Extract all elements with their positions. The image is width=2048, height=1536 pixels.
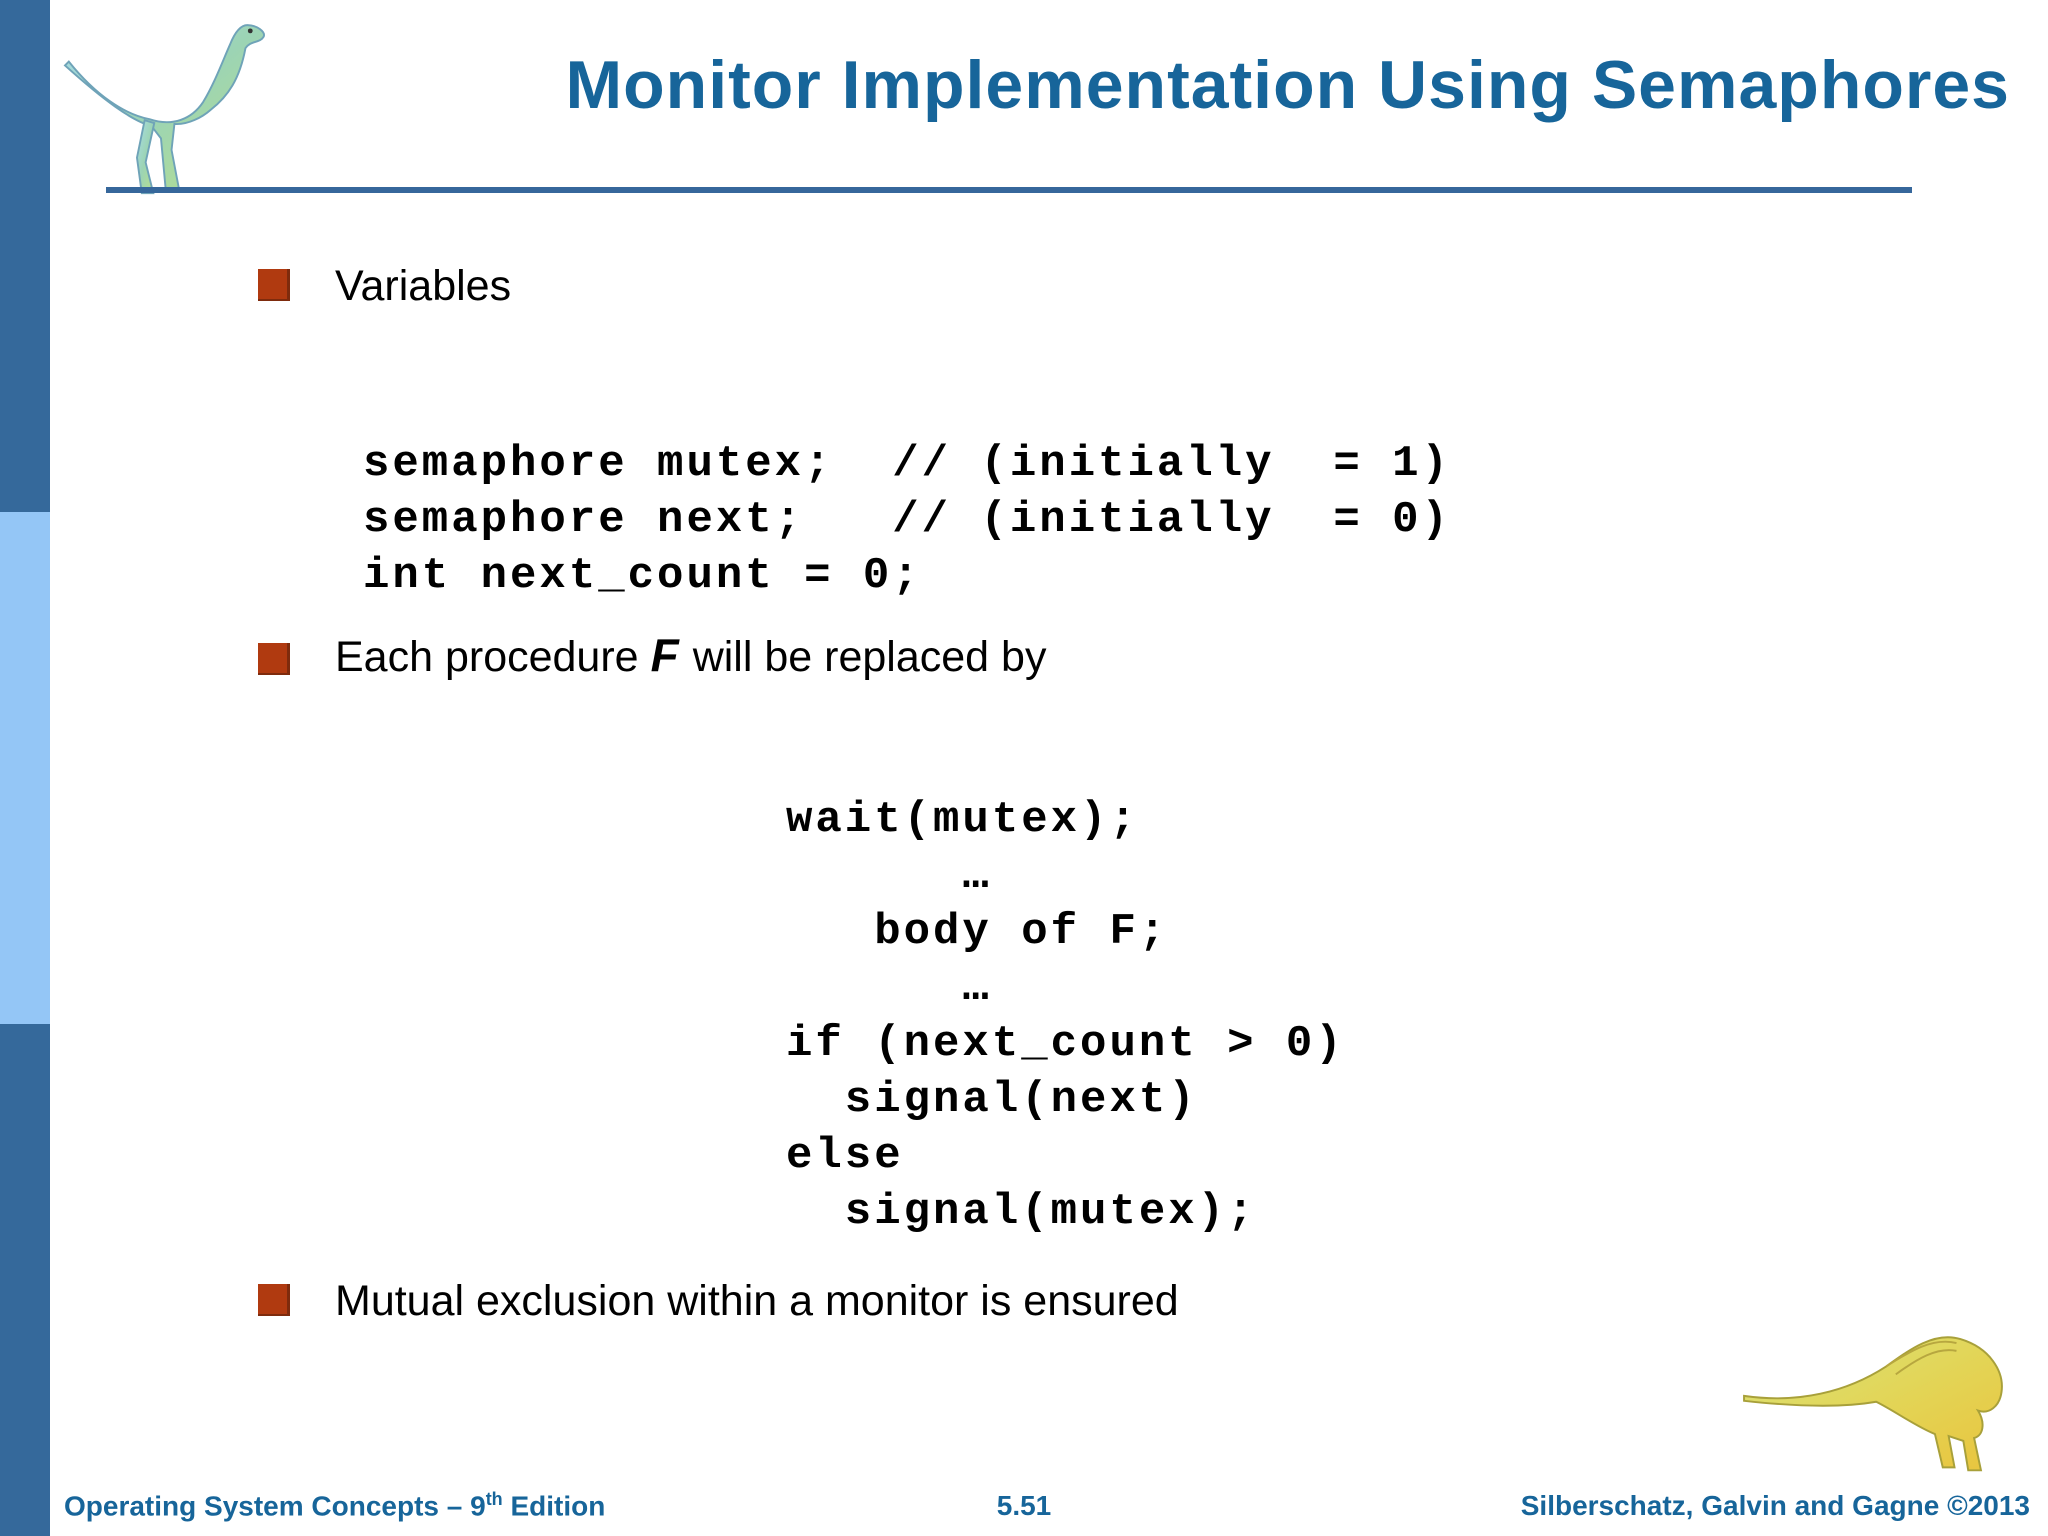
footer-book-sup: th: [485, 1488, 503, 1509]
footer-book-prefix: Operating System Concepts – 9: [64, 1490, 486, 1521]
bullet-procedure-suffix: will be replaced by: [692, 633, 1047, 681]
bullet-square-icon: [258, 1284, 290, 1316]
bullet-variables: Variables: [335, 262, 512, 310]
bullet-procedure-prefix: Each procedure: [335, 633, 639, 681]
dinosaur-logo-icon: [63, 24, 265, 195]
title-underline: [106, 187, 1912, 193]
sidebar-accent-middle: [0, 512, 50, 1024]
sidebar-accent-highlight: [50, 0, 54, 1536]
footer-authors: Silberschatz, Galvin and Gagne ©2013: [1520, 1490, 2030, 1521]
footer-book-title: Operating System Concepts – 9th Edition: [64, 1489, 605, 1522]
bullet-square-icon: [258, 643, 290, 675]
code-block-variables: semaphore mutex; // (initially = 1) sema…: [363, 439, 1451, 601]
bullet-square-icon: [258, 269, 290, 301]
sidebar-accent-bottom: [0, 1024, 50, 1536]
page-title: Monitor Implementation Using Semaphores: [565, 47, 2010, 123]
sidebar-accent-top: [0, 0, 50, 512]
footer-book-suffix: Edition: [502, 1490, 606, 1521]
footer-page-number: 5.51: [996, 1490, 1052, 1521]
bullet-procedure-emphasis: F: [650, 629, 679, 681]
code-block-procedure: wait(mutex); … body of F; … if (next_cou…: [786, 795, 1345, 1237]
bullet-mutual-exclusion: Mutual exclusion within a monitor is ens…: [335, 1277, 1179, 1325]
dinosaur-footer-icon: [1743, 1336, 2003, 1472]
